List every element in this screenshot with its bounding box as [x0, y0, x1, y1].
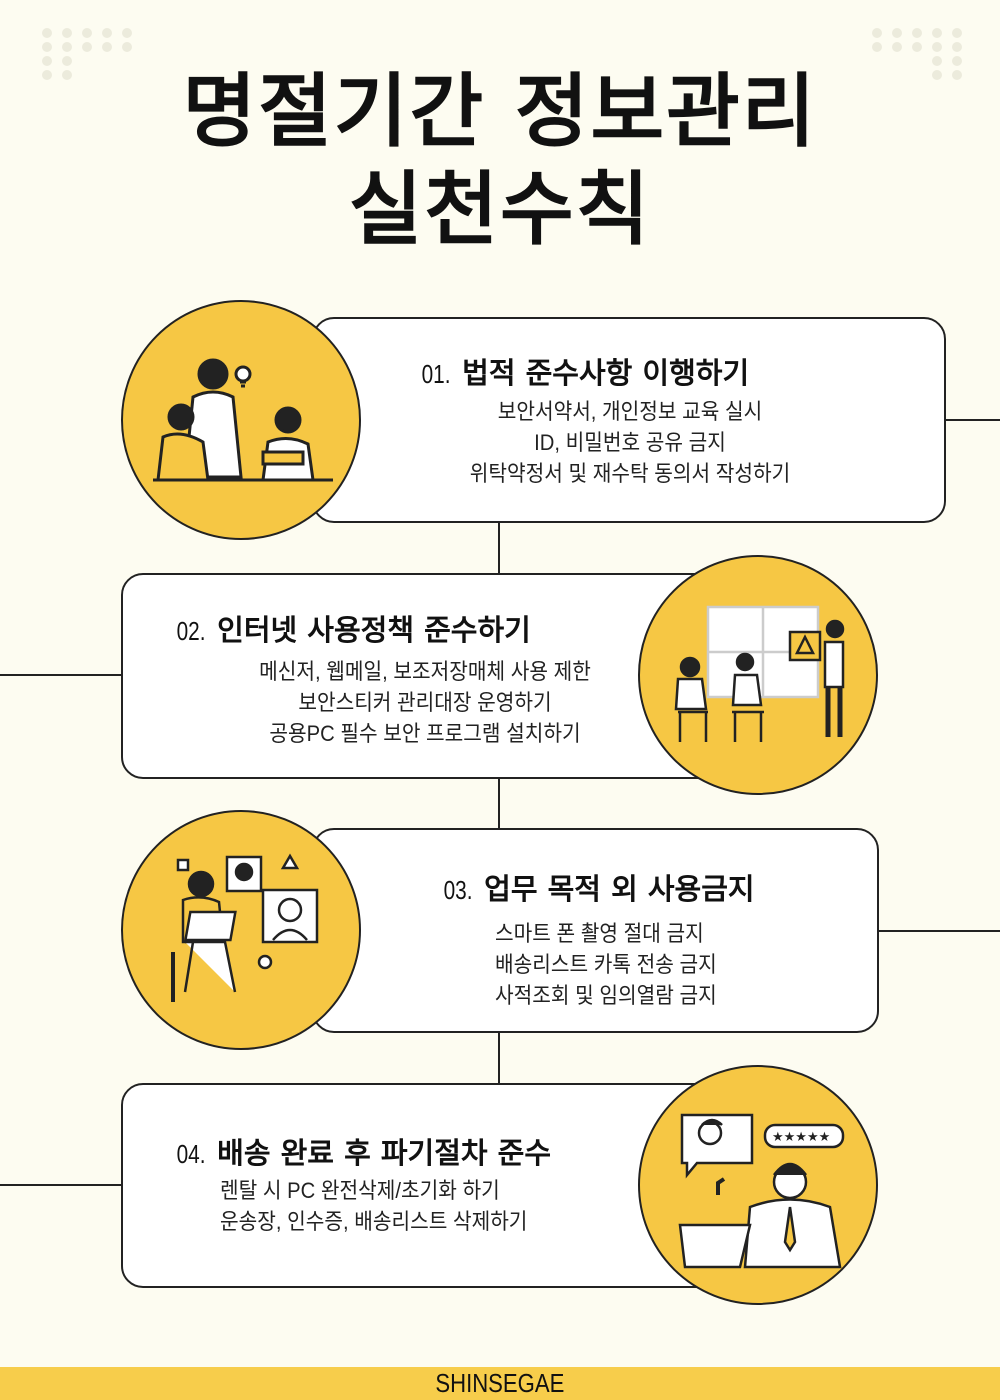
page-title-line2: 실천수칙: [348, 163, 652, 256]
customer-review-illustration: ★★★★★: [638, 1065, 878, 1305]
connector-line: [498, 522, 500, 574]
svg-text:★★★★★: ★★★★★: [772, 1130, 830, 1145]
team-presentation-illustration: [638, 555, 878, 795]
decorative-dots-left: [42, 28, 138, 80]
connector-line: [0, 1184, 122, 1186]
connector-line: [878, 930, 1000, 932]
decorative-dots-right: [872, 28, 968, 80]
video-call-illustration: [121, 810, 361, 1050]
section-card-4: [121, 1083, 741, 1288]
section-heading-1: 01.법적 준수사항 이행하기: [421, 356, 750, 390]
footer-brand: SHINSEGAE: [435, 1368, 565, 1398]
section-heading-2: 02.인터넷 사용정책 준수하기: [176, 613, 531, 647]
section-card-2: [121, 573, 741, 779]
people-idea-illustration: [121, 300, 361, 540]
connector-line: [0, 674, 122, 676]
section-heading-4: 04.배송 완료 후 파기절차 준수: [176, 1136, 552, 1170]
page-title-line1: 명절기간 정보관리: [182, 65, 818, 158]
section-card-3: [312, 828, 879, 1033]
connector-line: [498, 1032, 500, 1084]
footer-bar: SHINSEGAE: [0, 1367, 1000, 1400]
connector-line: [498, 778, 500, 830]
section-heading-3: 03.업무 목적 외 사용금지: [443, 872, 755, 906]
